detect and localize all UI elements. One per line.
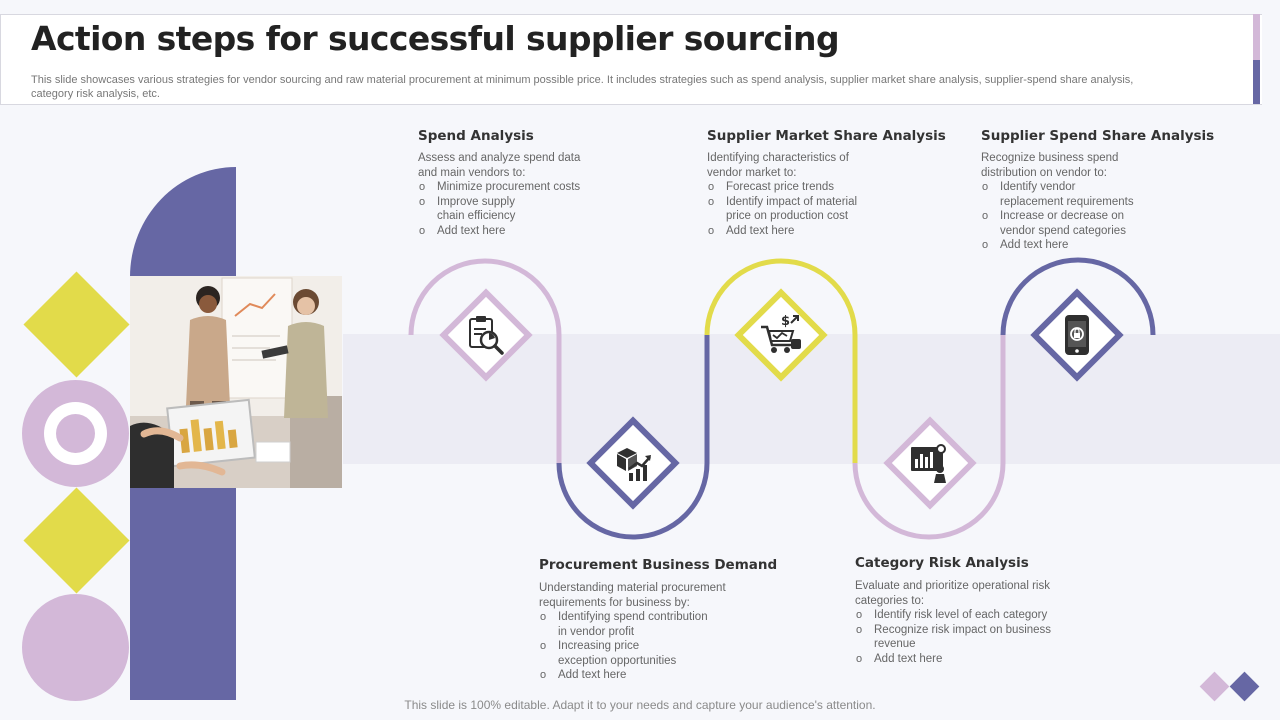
- bullet-line: in vendor profit: [558, 625, 635, 638]
- bullet-item: Minimize procurement costs: [418, 180, 618, 195]
- bullet-item: Add text here: [855, 652, 1085, 667]
- accent-bar-lilac: [1253, 14, 1260, 60]
- risk-analysis-icon: [911, 444, 946, 483]
- market-share-icon: $: [761, 314, 801, 353]
- meeting-photo: [130, 276, 342, 488]
- step-title-category-risk: Category Risk Analysis: [855, 555, 1029, 571]
- bullet-line: replacement requirements: [1000, 195, 1134, 208]
- decorative-circle: [22, 594, 129, 701]
- bullet-line: Improve supply: [437, 195, 515, 208]
- bullet-line: vendor spend categories: [1000, 224, 1126, 237]
- bullet-item: Add text here: [539, 668, 769, 683]
- bullet-line: Identify vendor: [1000, 181, 1076, 193]
- footer-note: This slide is 100% editable. Adapt it to…: [404, 698, 876, 712]
- bullet-item: Identify impact of material price on prod…: [707, 195, 917, 224]
- step-text-procurement-demand: Understanding material procurement requi…: [539, 581, 769, 683]
- step-intro: Assess and analyze spend data: [418, 152, 581, 164]
- bullet-line: Add text here: [558, 669, 627, 681]
- step-title-procurement-demand: Procurement Business Demand: [539, 557, 778, 573]
- bullet-line: revenue: [874, 638, 916, 650]
- step-text-spend-share: Recognize business spend distribution on…: [981, 151, 1201, 253]
- bullet-item: Improve supply chain efficiency: [418, 195, 618, 224]
- bullet-list: Minimize procurement costs Improve suppl…: [418, 180, 618, 238]
- bullet-item: Identify risk level of each category: [855, 608, 1085, 623]
- page-description: This slide showcases various strategies …: [31, 74, 1134, 100]
- procurement-demand-icon: [617, 448, 651, 481]
- spend-share-icon: [1065, 315, 1089, 355]
- bullet-item: Add text here: [707, 224, 917, 239]
- bullet-item: Increase or decrease on vendor spend cate…: [981, 209, 1201, 238]
- step-intro: Understanding material procurement: [539, 582, 726, 594]
- bullet-list: Identifying spend contribution in vendor …: [539, 610, 769, 683]
- step-intro: distribution on vendor to:: [981, 166, 1107, 179]
- spend-analysis-icon: [469, 316, 504, 355]
- bullet-item: Increasing price exception opportunities: [539, 639, 769, 668]
- step-intro: and main vendors to:: [418, 166, 526, 179]
- bullet-item: Add text here: [981, 238, 1201, 253]
- step-intro: Recognize business spend: [981, 152, 1119, 164]
- bullet-item: Identifying spend contribution in vendor …: [539, 610, 769, 639]
- bullet-item: Forecast price trends: [707, 180, 917, 195]
- bullet-list: Forecast price trends Identify impact of…: [707, 180, 917, 238]
- bullet-item: Identify vendor replacement requirements: [981, 180, 1201, 209]
- bullet-line: Identify impact of material: [726, 195, 858, 208]
- bullet-line: price on production cost: [726, 210, 849, 222]
- step-title-spend-share: Supplier Spend Share Analysis: [981, 128, 1215, 144]
- bullet-list: Identify risk level of each category Rec…: [855, 608, 1085, 666]
- decorative-ring: [22, 380, 129, 487]
- step-intro: Evaluate and prioritize operational risk: [855, 580, 1050, 592]
- bullet-line: Identifying spend contribution: [558, 611, 708, 623]
- step-text-spend-analysis: Assess and analyze spend data and main v…: [418, 151, 618, 238]
- step-intro: vendor market to:: [707, 166, 797, 179]
- bullet-line: Add text here: [1000, 239, 1069, 251]
- page-title: Action steps for successful supplier sou…: [31, 19, 840, 58]
- step-intro: requirements for business by:: [539, 596, 690, 609]
- bullet-line: Increase or decrease on: [1000, 210, 1125, 222]
- step-title-market-share: Supplier Market Share Analysis: [707, 128, 946, 144]
- bullet-line: Minimize procurement costs: [437, 181, 581, 193]
- bullet-line: Identify risk level of each category: [874, 609, 1048, 621]
- title-bar: Action steps for successful supplier sou…: [0, 14, 1262, 105]
- step-text-market-share: Identifying characteristics of vendor ma…: [707, 151, 917, 238]
- bullet-item: Add text here: [418, 224, 618, 239]
- accent-bar-purple: [1253, 60, 1260, 104]
- svg-text:$: $: [781, 314, 790, 329]
- bullet-line: Recognize risk impact on business: [874, 623, 1052, 636]
- bullet-line: Forecast price trends: [726, 181, 835, 193]
- step-text-category-risk: Evaluate and prioritize operational risk…: [855, 579, 1085, 666]
- bullet-line: Add text here: [437, 224, 506, 237]
- bullet-line: Add text here: [874, 652, 943, 665]
- bullet-line: Increasing price: [558, 640, 640, 652]
- bullet-line: Add text here: [726, 224, 795, 237]
- bullet-item: Recognize risk impact on business revenue: [855, 623, 1085, 652]
- decorative-ring-core: [56, 414, 95, 453]
- step-intro: categories to:: [855, 594, 925, 607]
- decorative-ring-inner: [44, 402, 107, 465]
- step-title-spend-analysis: Spend Analysis: [418, 128, 534, 144]
- bullet-line: exception opportunities: [558, 654, 677, 667]
- bullet-line: chain efficiency: [437, 210, 516, 222]
- step-intro: Identifying characteristics of: [707, 152, 849, 164]
